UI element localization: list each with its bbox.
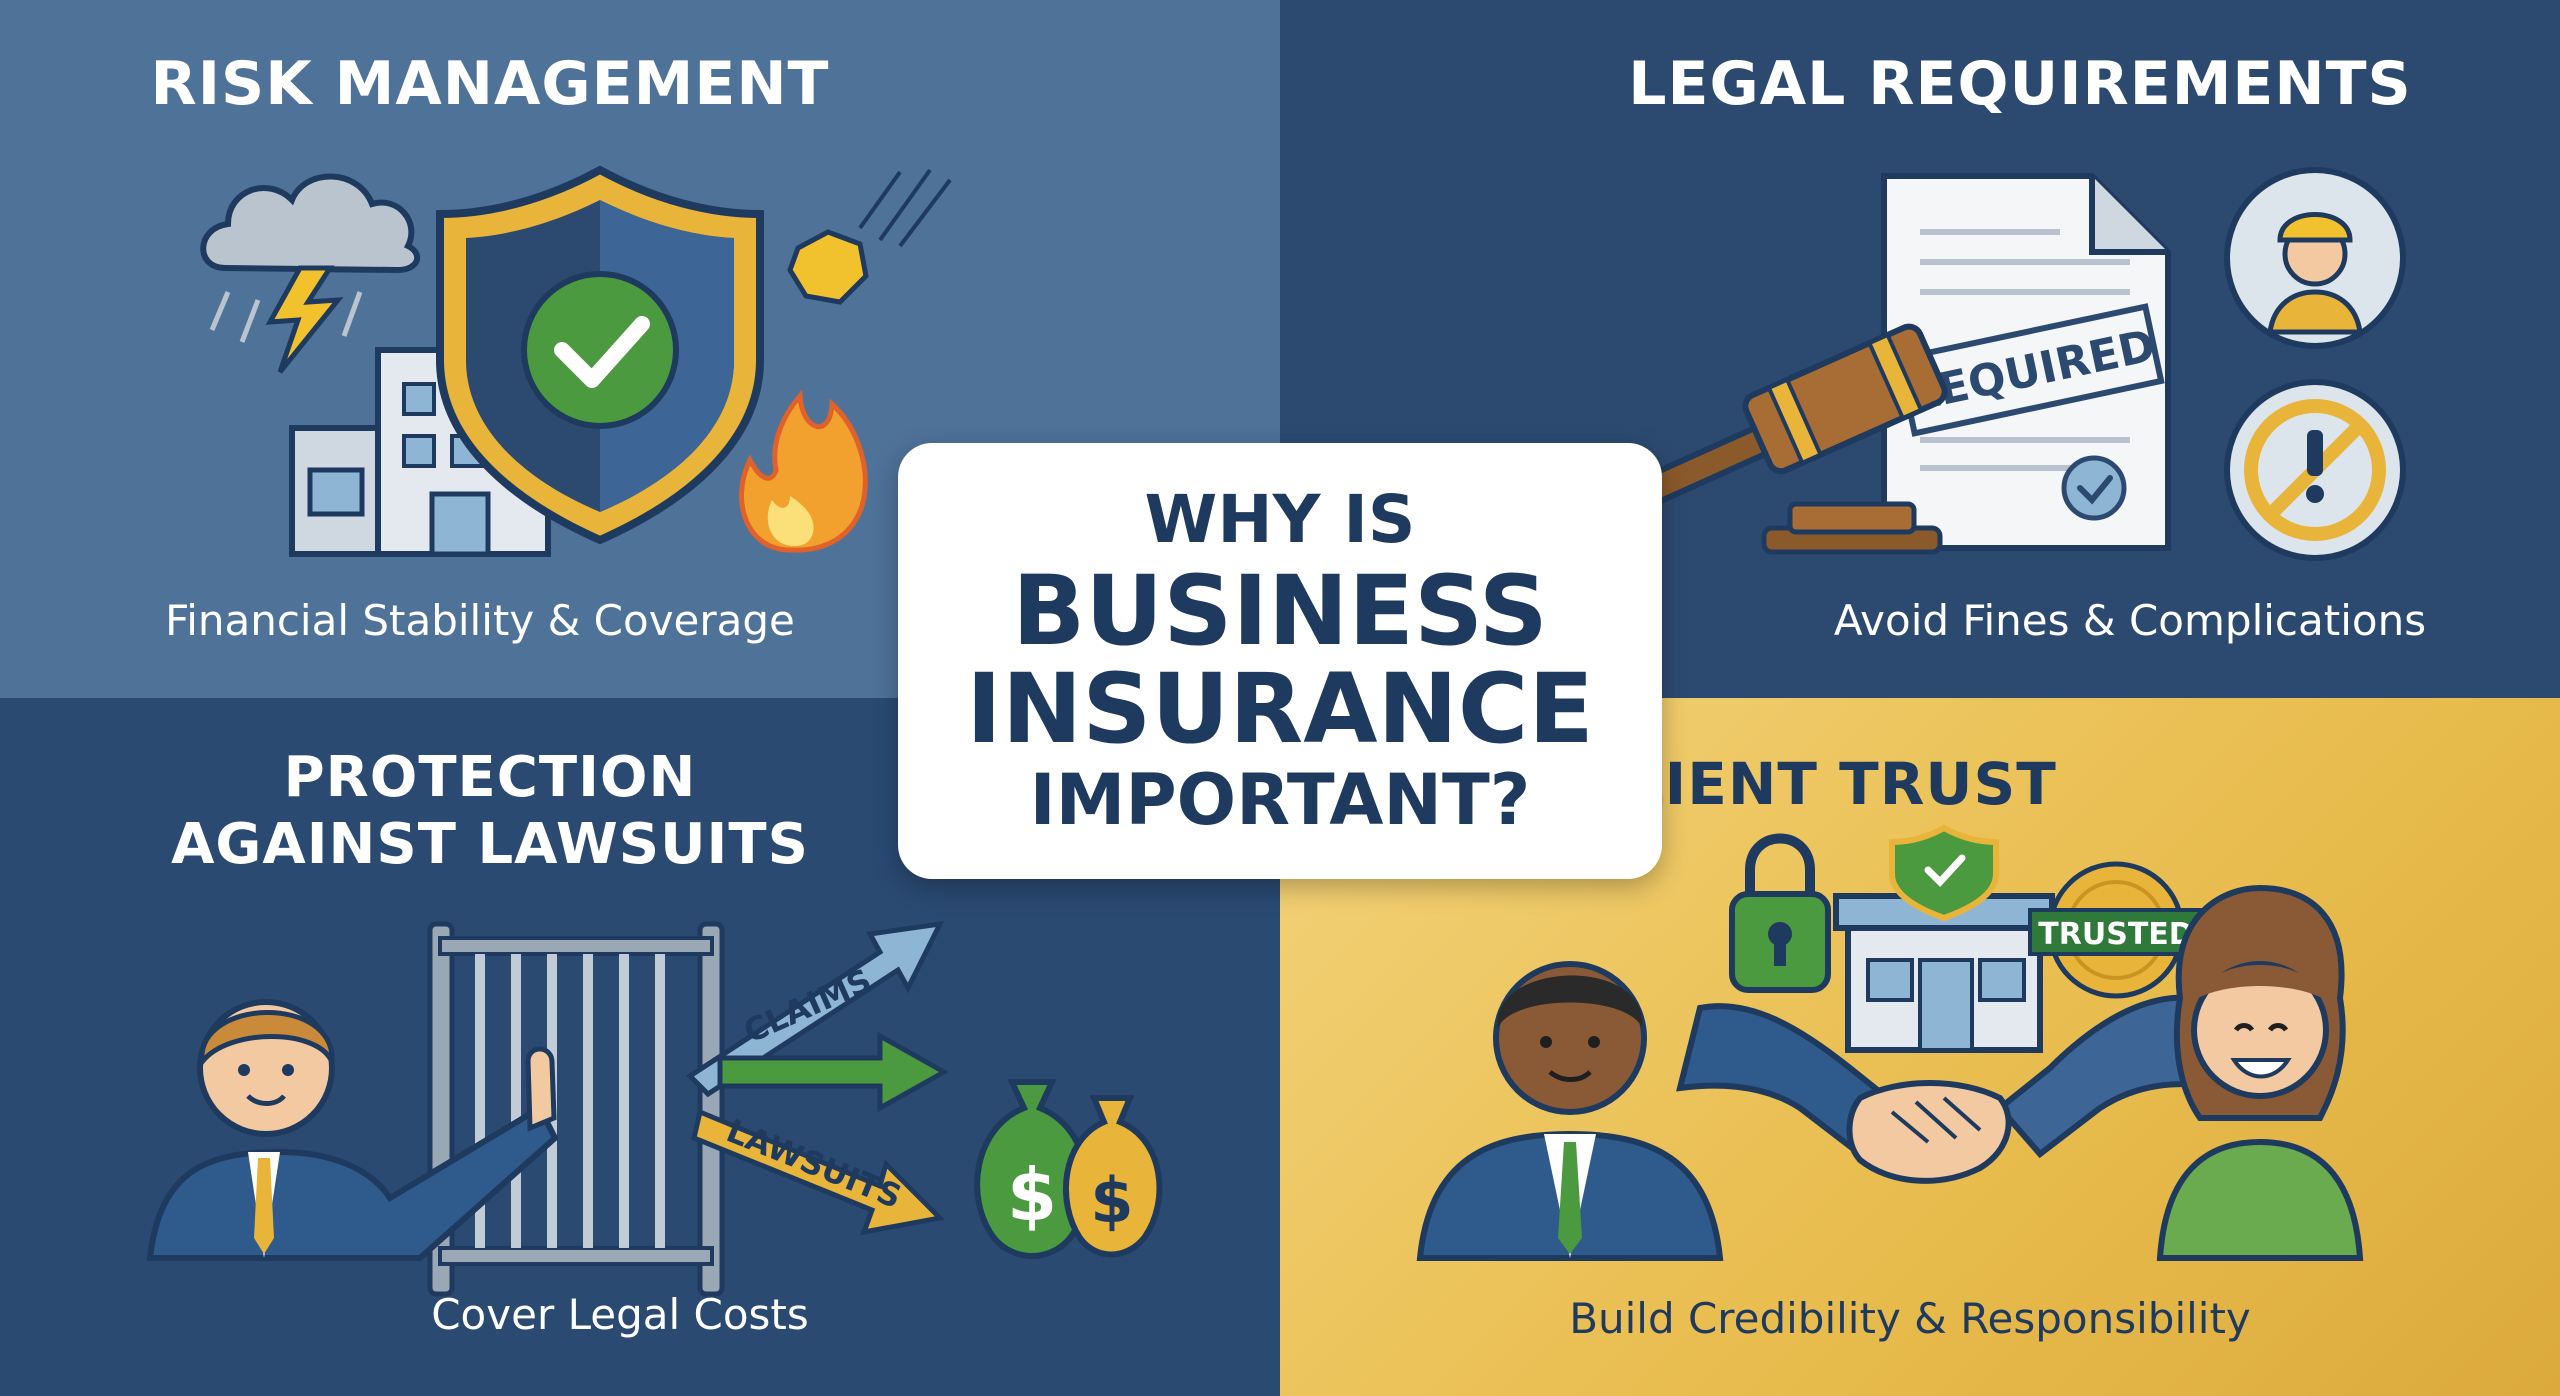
center-title-line4: IMPORTANT?	[1029, 758, 1531, 841]
client-trust-caption: Build Credibility & Responsibility	[1569, 1294, 2251, 1343]
worker-icon	[2224, 167, 2406, 349]
storm-cloud-icon	[200, 173, 421, 343]
center-title-card: WHY IS BUSINESS INSURANCE IMPORTANT?	[898, 443, 1662, 879]
quadrant-protection-against-lawsuits: PROTECTION AGAINST LAWSUITS	[0, 698, 1280, 1396]
document-icon: REQUIRED	[1881, 173, 2171, 551]
legal-illustration: REQUIRED	[1563, 167, 2406, 561]
trust-illustration: TRUSTED	[1416, 824, 2364, 1261]
svg-text:$: $	[1007, 1153, 1057, 1237]
money-bag-icon: $ $	[974, 1079, 1163, 1259]
risk-illustration	[200, 165, 952, 557]
center-title-line3: INSURANCE	[966, 652, 1594, 765]
handshake-icon	[1676, 994, 2214, 1184]
prohibited-icon	[2224, 379, 2406, 561]
risk-management-title: RISK MANAGEMENT	[150, 49, 830, 119]
center-title-line1: WHY IS	[1144, 480, 1416, 558]
lightning-icon	[265, 265, 344, 374]
businessman-icon	[146, 999, 559, 1261]
quadrant-risk-management: RISK MANAGEMENT	[0, 0, 1280, 698]
legal-requirements-title: LEGAL REQUIREMENTS	[1628, 49, 2412, 119]
falling-rock-icon	[787, 168, 952, 305]
businessman-icon	[1416, 961, 1724, 1261]
risk-management-caption: Financial Stability & Coverage	[165, 596, 795, 645]
protection-title-line2: AGAINST LAWSUITS	[171, 812, 809, 878]
protection-title-line1: PROTECTION	[283, 745, 697, 810]
trusted-badge-label: TRUSTED	[2038, 917, 2193, 952]
barrier-icon	[427, 921, 725, 1297]
claims-arrow-label: CLAIMS	[738, 961, 877, 1051]
legal-requirements-caption: Avoid Fines & Complications	[1833, 596, 2427, 645]
trusted-badge-icon: TRUSTED	[2028, 861, 2204, 999]
center-title-line2: BUSINESS	[1012, 555, 1548, 668]
protection-title: PROTECTION AGAINST LAWSUITS	[0, 744, 980, 878]
customer-icon	[2156, 884, 2364, 1261]
arrow-icon: CLAIMS LAWSUITS	[686, 920, 950, 1236]
shield-check-icon	[436, 165, 764, 545]
protection-caption: Cover Legal Costs	[431, 1290, 809, 1339]
lawsuits-arrow-label: LAWSUITS	[721, 1112, 907, 1216]
quadrant-client-trust: CLIENT TRUST	[1280, 698, 2560, 1396]
storefront-icon	[1833, 824, 2055, 1053]
padlock-icon	[1729, 833, 1831, 993]
lawsuits-illustration: CLAIMS LAWSUITS $ $	[146, 920, 1163, 1297]
svg-text:$: $	[1090, 1164, 1133, 1237]
